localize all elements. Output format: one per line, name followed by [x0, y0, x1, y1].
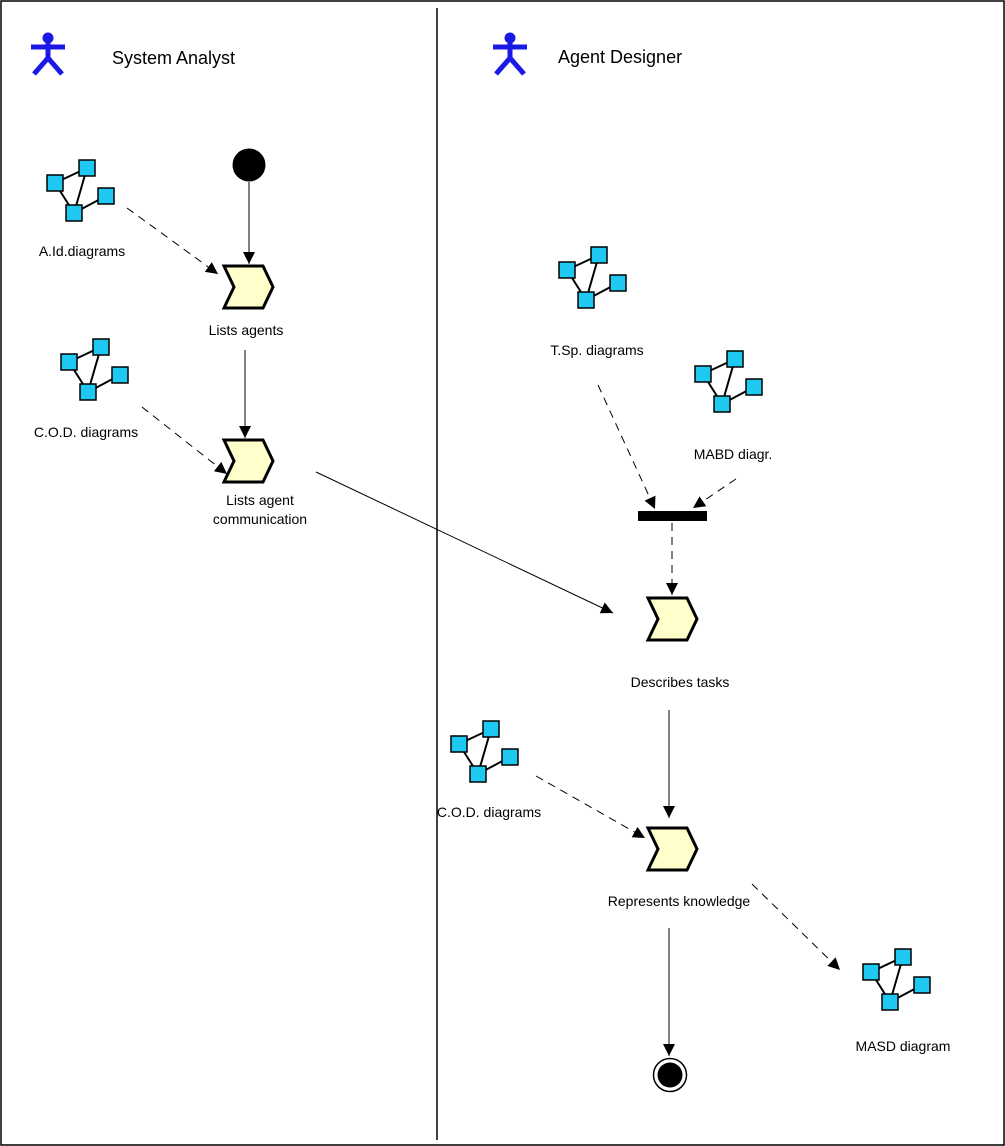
object-flow-cod-to-represents: [535, 775, 646, 839]
document-cod-diagrams-designer[interactable]: C.O.D. diagrams: [437, 720, 541, 820]
object-flow-cod-to-lists-comm: [141, 406, 228, 475]
document-label: A.Id.diagrams: [39, 243, 125, 259]
activity-shape: [221, 438, 275, 484]
document-label: MASD diagram: [856, 1038, 951, 1054]
diagram-document-icon: [46, 159, 115, 222]
document-cod-diagrams-analyst[interactable]: C.O.D. diagrams: [34, 338, 138, 440]
document-label: T.Sp. diagrams: [550, 342, 643, 358]
initial-node[interactable]: [232, 148, 266, 182]
activity-label: communication: [213, 511, 307, 527]
actor-icon: [31, 33, 65, 75]
control-flow-lists-comm-to-describes-tasks: [315, 471, 614, 614]
document-masd-diagram[interactable]: MASD diagram: [856, 948, 951, 1054]
activity-shape: [221, 264, 275, 310]
diagram-document-icon: [862, 948, 931, 1011]
activity-represents-knowledge[interactable]: Represents knowledge: [608, 826, 751, 909]
document-mabd-diagr[interactable]: MABD diagr.: [694, 350, 773, 462]
diagram-document-icon: [450, 720, 519, 783]
document-a-id-diagrams[interactable]: A.Id.diagrams: [39, 159, 125, 259]
activity-label: Describes tasks: [631, 674, 730, 690]
swimlane-title-system-analyst: System Analyst: [112, 48, 235, 68]
activity-label: Lists agents: [209, 322, 284, 338]
object-flow-tsp-to-sync-bar: [597, 384, 656, 510]
activity-describes-tasks[interactable]: Describes tasks: [631, 596, 730, 690]
activity-label: Represents knowledge: [608, 893, 751, 909]
activity-lists-agents[interactable]: Lists agents: [209, 264, 284, 338]
diagram-document-icon: [558, 246, 627, 309]
activity-lists-agent-communication[interactable]: Lists agent communication: [213, 438, 307, 527]
actor-icon: [493, 33, 527, 75]
document-label: MABD diagr.: [694, 446, 773, 462]
synchronization-bar[interactable]: [638, 511, 707, 521]
object-flow-mabd-to-sync-bar: [692, 478, 737, 509]
final-node[interactable]: [652, 1057, 688, 1093]
object-flow-represents-to-masd: [751, 883, 841, 971]
activity-shape: [645, 826, 699, 872]
diagram-document-icon: [60, 338, 129, 401]
document-tsp-diagrams[interactable]: T.Sp. diagrams: [550, 246, 644, 358]
activity-label: Lists agent: [226, 492, 294, 508]
diagram-document-icon: [694, 350, 763, 413]
document-label: C.O.D. diagrams: [34, 424, 138, 440]
swimlane-title-agent-designer: Agent Designer: [558, 47, 682, 67]
object-flow-aid-to-lists-agents: [126, 207, 219, 275]
activity-shape: [645, 596, 699, 642]
document-label: C.O.D. diagrams: [437, 804, 541, 820]
